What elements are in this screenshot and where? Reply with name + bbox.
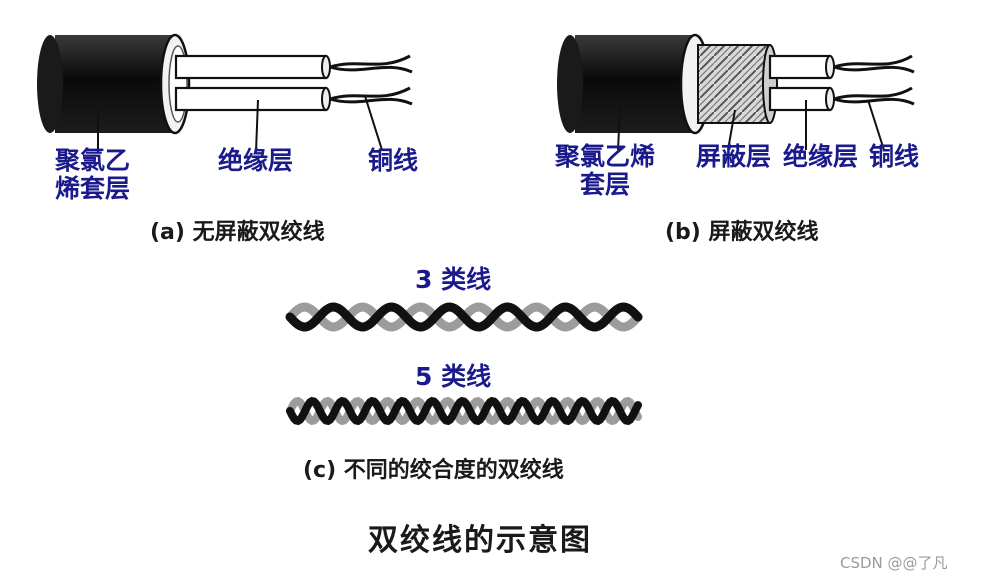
caption-panel-b: (b) 屏蔽双绞线 xyxy=(665,220,819,245)
label-jacket-a: 聚氯乙 烯套层 xyxy=(55,146,131,203)
cat3-twisted-pair xyxy=(285,302,643,332)
label-insulation-b: 绝缘层 xyxy=(783,142,859,171)
label-insulation-a: 绝缘层 xyxy=(218,146,294,175)
label-copper-b: 铜线 xyxy=(869,142,920,171)
label-cat3: 3 类线 xyxy=(415,265,492,294)
shielded-cable xyxy=(557,33,915,151)
cat5-dark-wire xyxy=(286,396,642,426)
label-copper-a: 铜线 xyxy=(368,146,419,175)
caption-panel-c: (c) 不同的绞合度的双绞线 xyxy=(303,458,564,483)
label-shield-b: 屏蔽层 xyxy=(696,142,772,171)
label-jacket-b: 聚氯乙烯 套层 xyxy=(555,142,656,199)
figure-title: 双绞线的示意图 xyxy=(368,523,592,558)
cat5-twisted-pair xyxy=(286,396,642,426)
caption-panel-a: (a) 无屏蔽双绞线 xyxy=(150,220,325,245)
cat3-dark-wire xyxy=(285,302,643,332)
label-cat5: 5 类线 xyxy=(415,362,492,391)
watermark: CSDN @@了凡 xyxy=(840,554,948,572)
unshielded-cable xyxy=(37,33,413,153)
